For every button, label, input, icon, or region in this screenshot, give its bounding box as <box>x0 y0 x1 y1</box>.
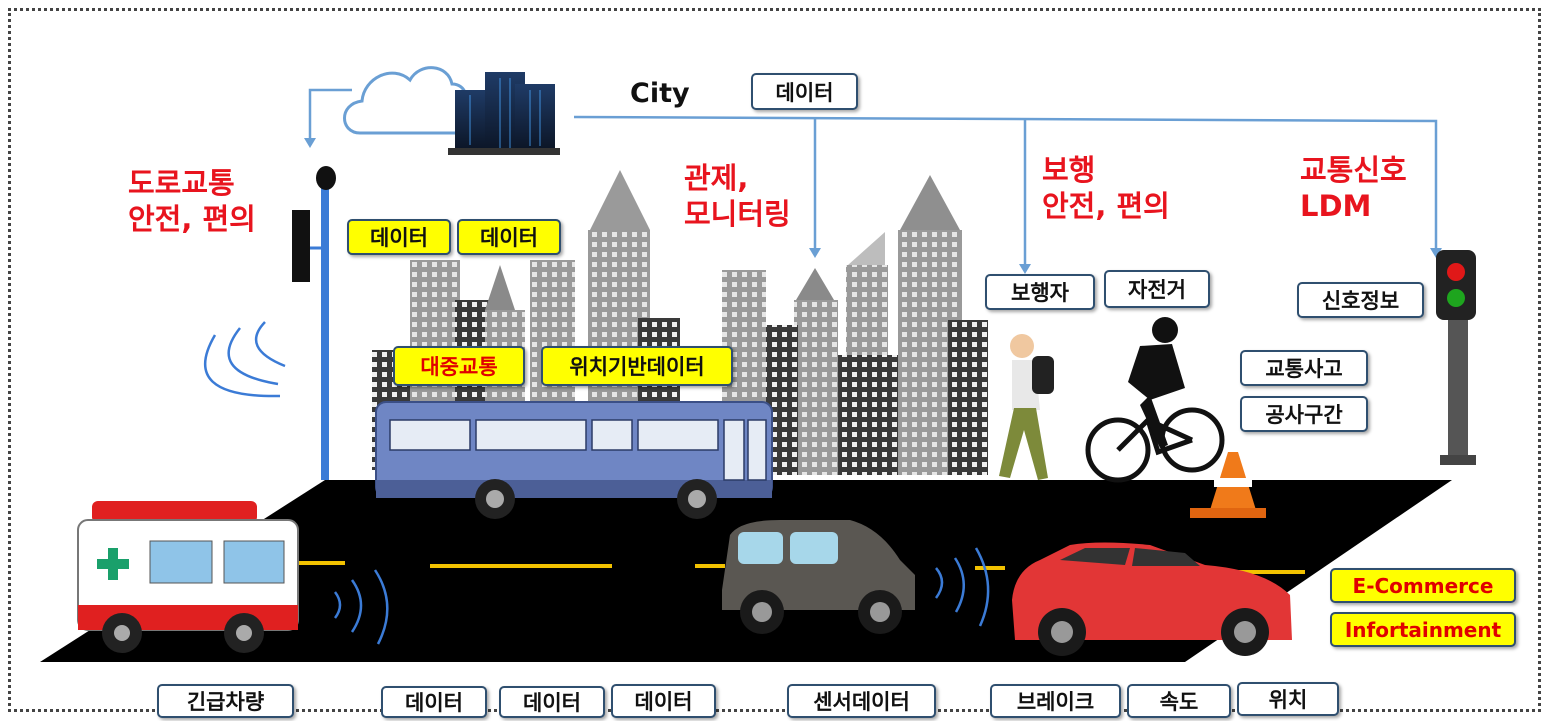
bus-image <box>375 401 773 519</box>
pedestrian-box: 보행자 <box>985 274 1095 310</box>
pole-data-box-2: 데이터 <box>457 219 561 255</box>
speed-box: 속도 <box>1127 684 1231 718</box>
city-label: City <box>630 78 690 109</box>
control-monitoring-label: 관제, 모니터링 <box>684 160 791 232</box>
ecommerce-box: E-Commerce <box>1330 568 1516 603</box>
location-data-box: 위치기반데이터 <box>541 346 733 386</box>
brake-box: 브레이크 <box>990 684 1121 718</box>
cyclist-image <box>1085 317 1225 483</box>
traffic-signal-label: 교통신호 LDM <box>1300 152 1407 224</box>
rsu-pole <box>292 166 336 480</box>
signal-info-box: 신호정보 <box>1297 282 1424 318</box>
ambulance-image <box>77 501 299 653</box>
server-icon <box>448 72 560 155</box>
grey-car-image <box>722 520 915 634</box>
pole-data-box-1: 데이터 <box>347 219 451 255</box>
ambulance-wireless-signal <box>333 569 389 645</box>
infotainment-box: Infortainment <box>1330 612 1516 647</box>
pedestrian-image <box>999 334 1054 480</box>
top-data-box: 데이터 <box>751 73 858 110</box>
red-car-image <box>1012 542 1292 656</box>
road-safety-line1: 도로교통 <box>128 166 235 200</box>
pedestrian-line1: 보행 <box>1042 153 1096 187</box>
road-safety-line2: 안전, 편의 <box>128 202 256 236</box>
bicycle-box: 자전거 <box>1104 270 1210 308</box>
bottom-data-box-3: 데이터 <box>611 684 716 718</box>
control-line1: 관제, <box>684 161 749 195</box>
public-transport-box: 대중교통 <box>393 346 525 386</box>
bottom-data-box-1: 데이터 <box>381 686 487 718</box>
control-line2: 모니터링 <box>684 197 791 231</box>
traffic-light-icon <box>1436 250 1476 465</box>
signal-line2: LDM <box>1300 189 1372 223</box>
dotted-frame <box>8 8 1541 712</box>
accident-box: 교통사고 <box>1240 350 1368 386</box>
pole-wireless-signal <box>204 321 286 398</box>
bottom-data-box-2: 데이터 <box>499 686 605 718</box>
signal-line1: 교통신호 <box>1300 153 1407 187</box>
emergency-vehicle-box: 긴급차량 <box>157 684 294 718</box>
connection-lines <box>308 88 1438 268</box>
car-wireless-signal <box>934 547 990 627</box>
traffic-cone-icon <box>1190 452 1266 518</box>
sensor-data-box: 센서데이터 <box>787 684 936 718</box>
pedestrian-safety-label: 보행 안전, 편의 <box>1042 152 1170 224</box>
cloud-icon <box>343 66 468 135</box>
road-safety-label: 도로교통 안전, 편의 <box>128 165 256 237</box>
arrow-heads <box>304 138 1442 274</box>
position-box: 위치 <box>1237 682 1339 716</box>
construction-box: 공사구간 <box>1240 396 1368 432</box>
pedestrian-line2: 안전, 편의 <box>1042 189 1170 223</box>
